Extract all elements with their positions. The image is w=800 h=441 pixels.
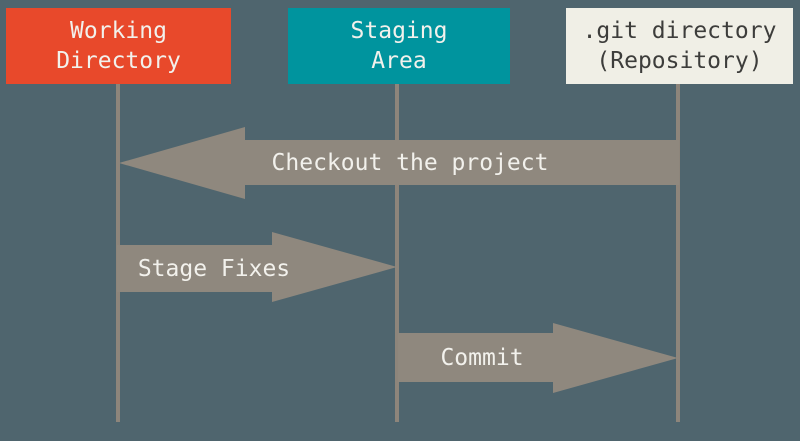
lifeline-staging-area bbox=[395, 84, 399, 422]
git-directory-box: .git directory (Repository) bbox=[566, 8, 793, 84]
commit-arrow-label: Commit bbox=[440, 345, 524, 371]
working-directory-box: Working Directory bbox=[6, 8, 231, 84]
staging-area-label-line1: Staging bbox=[350, 18, 448, 44]
stage-fixes-arrow bbox=[117, 232, 397, 302]
stage-fixes-arrow-label: Stage Fixes bbox=[137, 256, 291, 282]
git-directory-label-line2: (Repository) bbox=[596, 48, 763, 74]
git-directory-label-line1: .git directory bbox=[582, 18, 777, 44]
working-directory-label-line1: Working bbox=[70, 18, 167, 44]
lifeline-git-directory bbox=[676, 84, 680, 422]
checkout-arrow-label: Checkout the project bbox=[271, 150, 549, 176]
staging-area-box: Staging Area bbox=[288, 8, 510, 84]
commit-arrow bbox=[398, 323, 678, 393]
checkout-arrow bbox=[119, 127, 679, 199]
staging-area-label-line2: Area bbox=[371, 48, 427, 74]
working-directory-label-line2: Directory bbox=[56, 48, 181, 74]
